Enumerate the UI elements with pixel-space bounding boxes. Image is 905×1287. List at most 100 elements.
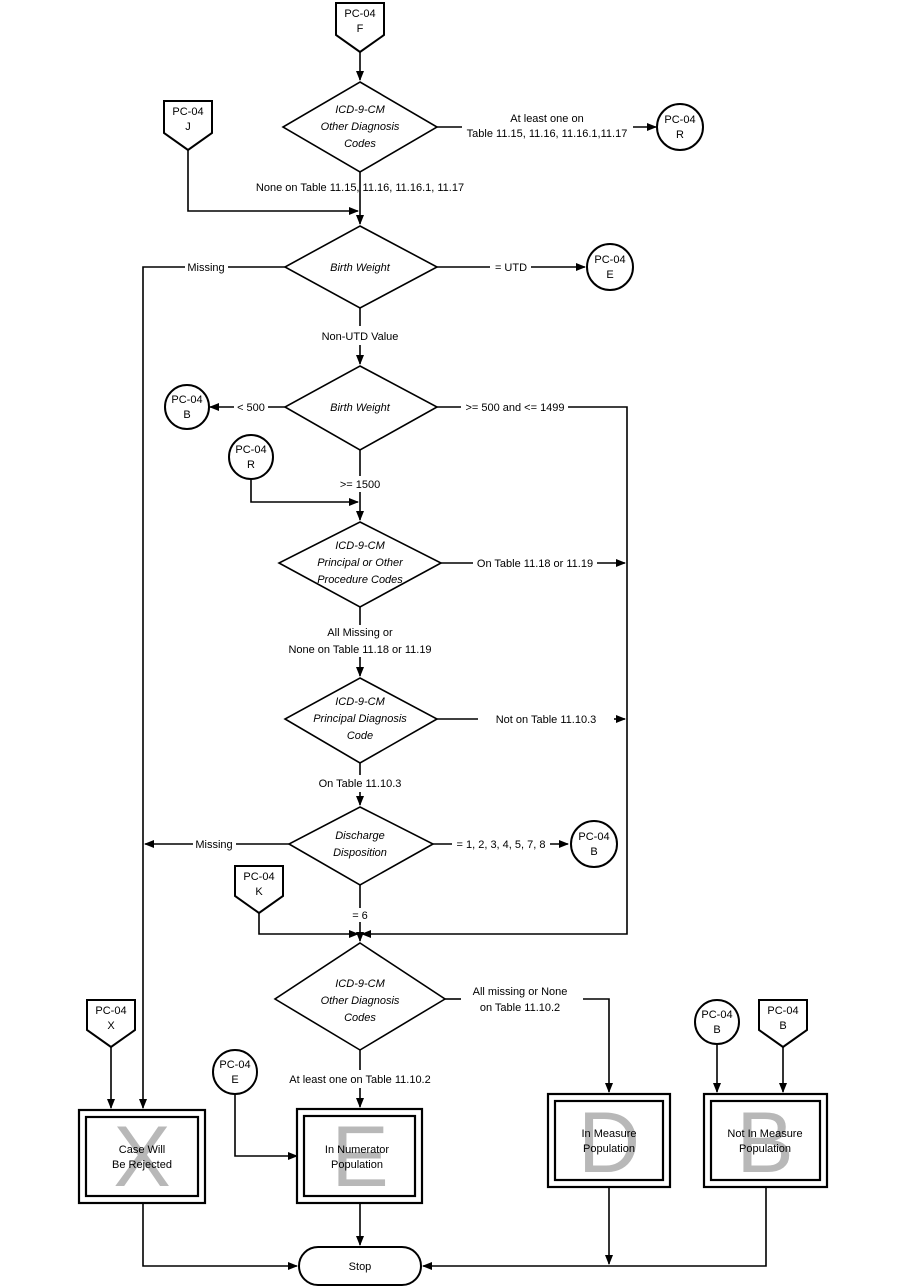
outcome-letter-x: X [113, 1109, 170, 1205]
d5-right-label: Not on Table 11.10.3 [496, 714, 597, 726]
connector-r-top: PC-04 R [656, 103, 704, 151]
edge-d2-left-b [139, 266, 185, 1109]
svg-text:Case Will: Case Will [119, 1144, 165, 1156]
decision-birth-weight-1: Birth Weight [283, 225, 439, 309]
connector-e-bottom: PC-04 E [212, 1049, 258, 1095]
svg-text:PC-04: PC-04 [243, 871, 274, 883]
edge-d7-right-b [583, 998, 613, 1093]
connector-b-discharge: PC-04 B [570, 820, 618, 868]
outcome-letter-b: B [736, 1095, 793, 1191]
svg-text:PC-04: PC-04 [172, 106, 203, 118]
svg-text:Other Diagnosis: Other Diagnosis [321, 995, 400, 1007]
svg-text:PC-04: PC-04 [767, 1005, 798, 1017]
decision-discharge-disposition: Discharge Disposition [287, 806, 435, 886]
svg-text:PC-04: PC-04 [701, 1009, 732, 1021]
svg-text:Code: Code [347, 730, 373, 742]
decision-procedure-codes: ICD-9-CM Principal or Other Procedure Co… [277, 521, 443, 608]
d1-right-label-1: At least one on [510, 113, 583, 125]
svg-text:ICD-9-CM: ICD-9-CM [335, 696, 385, 708]
outcome-in-measure: D In Measure Population [546, 1092, 672, 1191]
svg-text:Principal Diagnosis: Principal Diagnosis [313, 713, 407, 725]
d7-right-label-1: All missing or None [473, 986, 568, 998]
connector-e-top: PC-04 E [586, 243, 634, 291]
svg-text:PC-04: PC-04 [95, 1005, 126, 1017]
svg-text:Discharge: Discharge [335, 830, 385, 842]
svg-text:Codes: Codes [344, 138, 376, 150]
d7-down-label: At least one on Table 11.10.2 [289, 1074, 430, 1086]
d4-right-label: On Table 11.18 or 11.19 [477, 558, 593, 570]
connector-b-circle: PC-04 B [694, 999, 740, 1045]
svg-text:Stop: Stop [349, 1261, 372, 1273]
svg-text:B: B [590, 846, 597, 858]
edge-j-join [187, 150, 359, 215]
d3-left-label: < 500 [237, 402, 265, 414]
connector-b-left: PC-04 B [164, 384, 210, 430]
svg-text:Codes: Codes [344, 1012, 376, 1024]
svg-text:PC-04: PC-04 [219, 1059, 250, 1071]
decision-other-diagnosis-codes-2: ICD-9-CM Other Diagnosis Codes [273, 942, 447, 1051]
d2-left-label: Missing [187, 262, 224, 274]
svg-text:Disposition: Disposition [333, 847, 387, 859]
svg-text:PC-04: PC-04 [235, 444, 266, 456]
svg-text:Be Rejected: Be Rejected [112, 1159, 172, 1171]
outcome-letter-e: E [331, 1109, 388, 1205]
svg-text:R: R [247, 459, 255, 471]
offpage-connector-f: PC-04 F [335, 2, 385, 54]
svg-text:PC-04: PC-04 [578, 831, 609, 843]
svg-text:In Numerator: In Numerator [325, 1144, 390, 1156]
edge-r-join [250, 479, 359, 506]
d3-right-label: >= 500 and <= 1499 [465, 402, 564, 414]
svg-text:Procedure Codes: Procedure Codes [317, 574, 403, 586]
svg-text:ICD-9-CM: ICD-9-CM [335, 540, 385, 552]
outcome-case-rejected: X Case Will Be Rejected [77, 1108, 207, 1205]
offpage-connector-k: PC-04 K [234, 865, 284, 915]
outcome-in-numerator: E In Numerator Population [295, 1107, 424, 1205]
outcome-not-in-measure: B Not In Measure Population [702, 1092, 829, 1191]
decision-other-diagnosis-codes-1: ICD-9-CM Other Diagnosis Codes [281, 81, 439, 173]
d2-down-label: Non-UTD Value [322, 331, 399, 343]
svg-text:R: R [676, 129, 684, 141]
d1-right-label-2: Table 11.15, 11.16, 11.16.1,11.17 [467, 128, 628, 140]
d6-right-label: = 1, 2, 3, 4, 5, 7, 8 [457, 839, 546, 851]
svg-text:PC-04: PC-04 [171, 394, 202, 406]
decision-birth-weight-2: Birth Weight [283, 365, 439, 451]
svg-text:In Measure: In Measure [581, 1128, 636, 1140]
svg-text:J: J [185, 121, 191, 133]
svg-text:Birth Weight: Birth Weight [330, 402, 391, 414]
connector-r-mid: PC-04 R [228, 434, 274, 480]
svg-text:Birth Weight: Birth Weight [330, 262, 391, 274]
d1-down-label: None on Table 11.15, 11.16, 11.16.1, 11.… [256, 182, 464, 194]
svg-text:B: B [713, 1024, 720, 1036]
d6-left-label: Missing [195, 839, 232, 851]
svg-text:PC-04: PC-04 [664, 114, 695, 126]
edge-k-join [258, 913, 359, 938]
svg-text:ICD-9-CM: ICD-9-CM [335, 104, 385, 116]
offpage-connector-j: PC-04 J [163, 100, 213, 152]
svg-text:Not In Measure: Not In Measure [727, 1128, 802, 1140]
svg-text:B: B [183, 409, 190, 421]
edge-x-to-stop [142, 1203, 298, 1270]
d4-down-label-1: All Missing or [327, 627, 393, 639]
flow-lines [107, 52, 787, 1270]
svg-text:Principal or Other: Principal or Other [317, 557, 404, 569]
decision-principal-diagnosis: ICD-9-CM Principal Diagnosis Code [283, 677, 439, 764]
svg-text:E: E [606, 269, 613, 281]
edge-d3-right-b [361, 406, 628, 938]
svg-text:Population: Population [583, 1143, 635, 1155]
offpage-connector-x: PC-04 X [86, 999, 136, 1049]
svg-text:PC-04: PC-04 [344, 8, 375, 20]
svg-text:F: F [357, 23, 364, 35]
d2-right-label: = UTD [495, 262, 527, 274]
d7-right-label-2: on Table 11.10.2 [480, 1002, 560, 1014]
svg-text:PC-04: PC-04 [594, 254, 625, 266]
d6-down-label: = 6 [352, 910, 368, 922]
d5-down-label: On Table 11.10.3 [319, 778, 402, 790]
svg-text:B: B [779, 1020, 786, 1032]
offpage-connector-b: PC-04 B [758, 999, 808, 1049]
outcome-letter-d: D [578, 1095, 640, 1191]
svg-text:Population: Population [331, 1159, 383, 1171]
svg-text:E: E [231, 1074, 238, 1086]
edge-b-to-stop [422, 1187, 767, 1270]
svg-text:Population: Population [739, 1143, 791, 1155]
d4-down-label-2: None on Table 11.18 or 11.19 [288, 644, 431, 656]
